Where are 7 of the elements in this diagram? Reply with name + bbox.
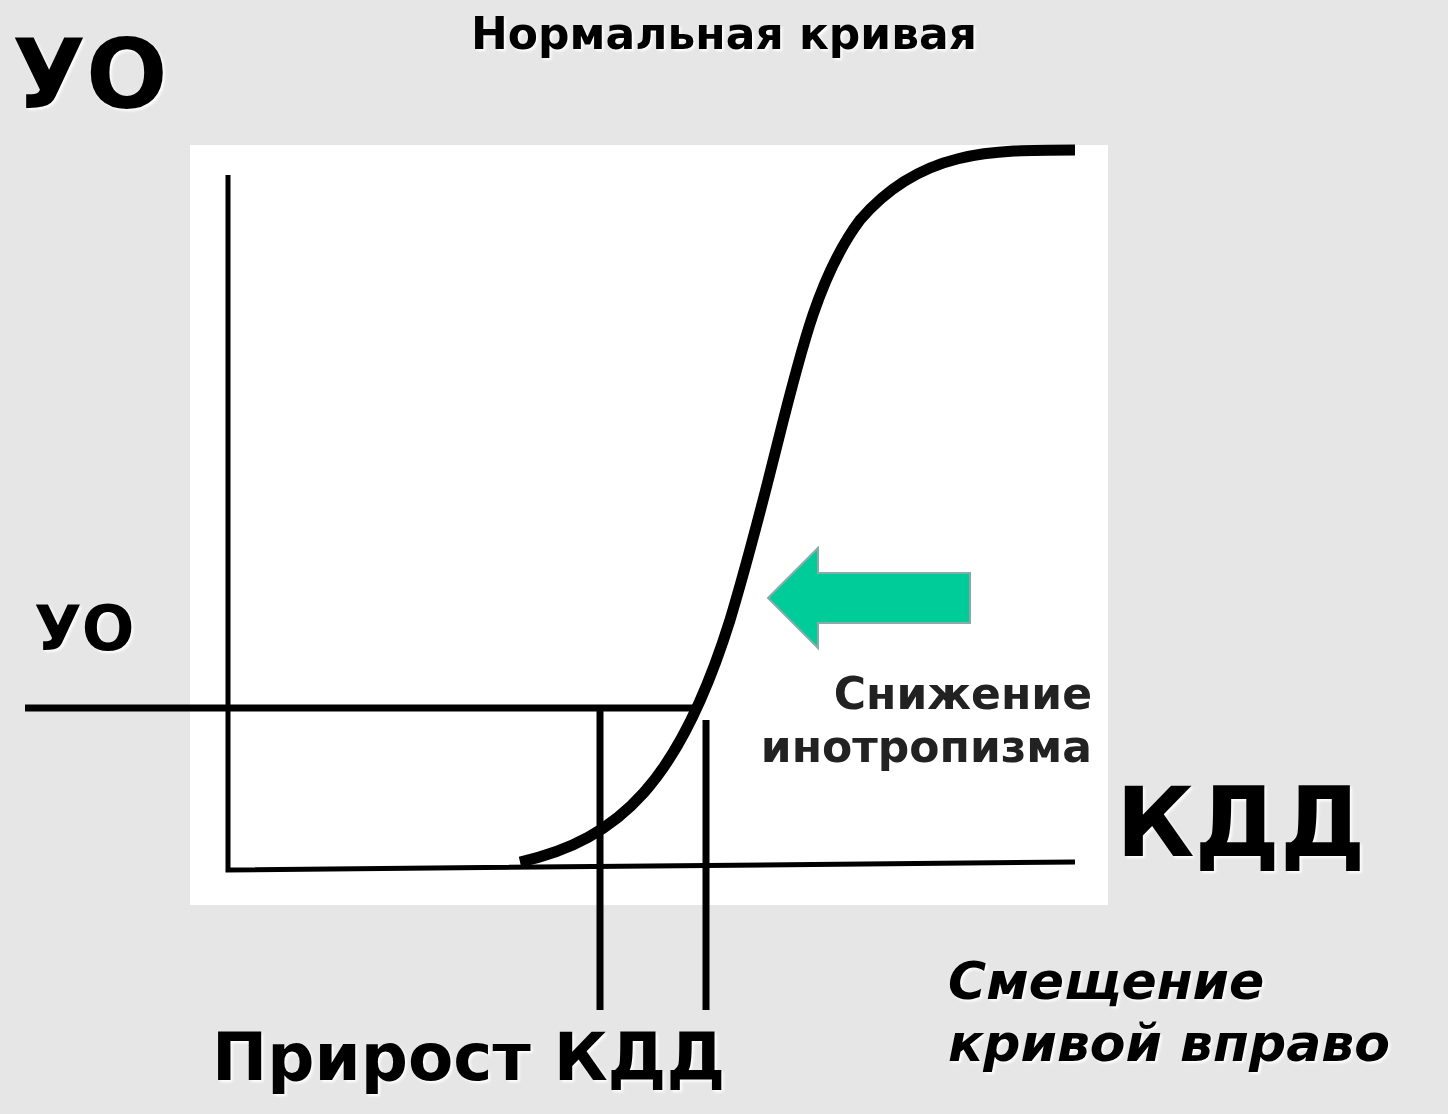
- chart-title: Нормальная кривая: [470, 8, 978, 59]
- axis-label: Прирост КДД: [212, 1018, 727, 1098]
- axis-label: УО: [34, 592, 136, 667]
- axis-label: УО: [12, 18, 169, 133]
- annotation-text: Смещение кривой вправо: [948, 950, 1391, 1075]
- annotation-text: Снижение инотропизма: [759, 668, 1092, 774]
- axis-label: КДД: [1116, 766, 1367, 881]
